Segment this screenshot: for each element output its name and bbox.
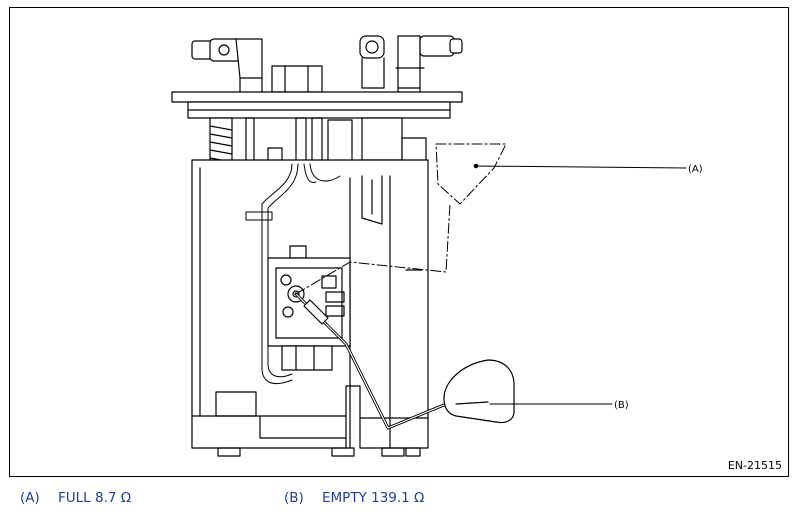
callouts [473,163,687,405]
flange-plate [171,91,463,119]
fuel-pump-assembly-drawing: (A) (B) [171,35,703,457]
float-arm-full-dashed [295,143,507,295]
figure-id: EN-21515 [727,459,782,472]
legend-item-empty: (B) EMPTY 139.1 Ω [284,490,424,506]
float-arm-empty [294,292,515,430]
legend-tag: (A) [20,490,40,506]
top-fittings [191,35,463,93]
legend-text: FULL 8.7 Ω [58,490,132,506]
callout-a-label: (A) [688,164,703,175]
legend-text: EMPTY 139.1 Ω [322,490,425,506]
callout-b-label: (B) [614,400,629,411]
legend-item-full: (A) FULL 8.7 Ω [20,490,131,506]
diagram-frame: (A) (B) EN-21515 [9,7,789,477]
legend-tag: (B) [284,490,304,506]
